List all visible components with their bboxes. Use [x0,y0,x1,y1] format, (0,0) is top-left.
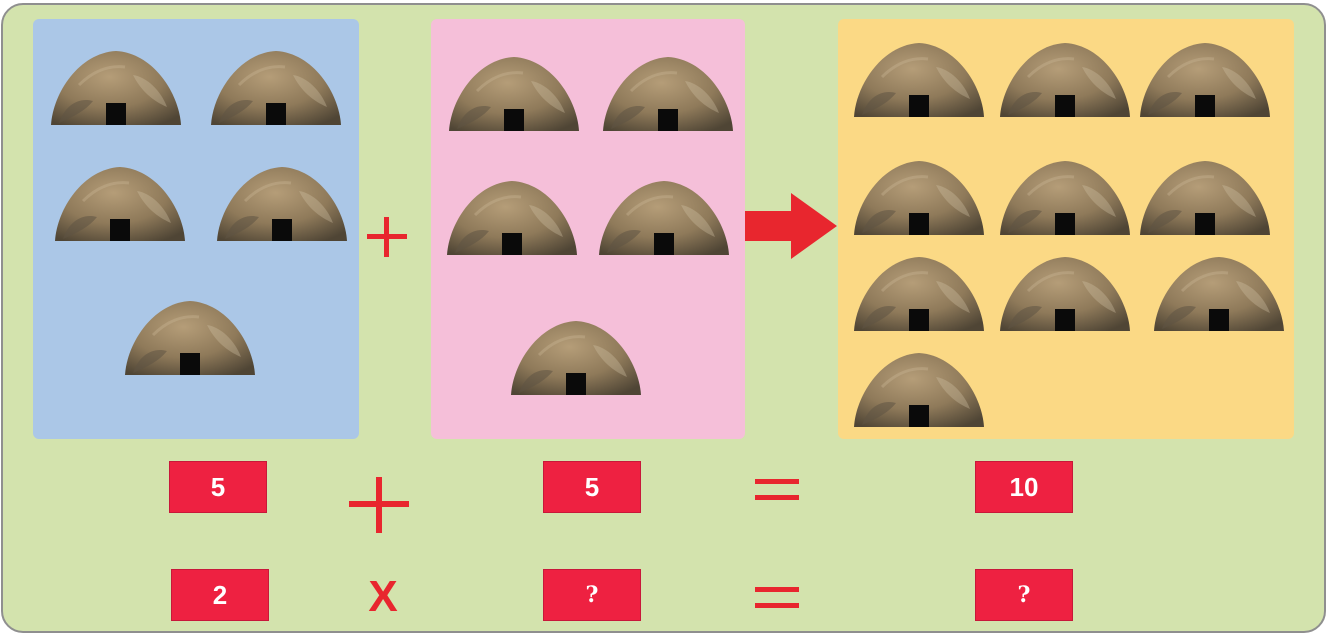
stone-hut-icon [209,45,343,125]
stone-hut-icon [852,37,986,117]
math-board: 5 5 10 2 X ? ? [1,3,1326,633]
stone-hut-icon [852,347,986,427]
addend-first-box: 5 [169,461,267,513]
stone-hut-icon [852,251,986,331]
middle-group-panel [431,19,745,439]
factor-first-box: 2 [171,569,269,621]
stone-hut-icon [49,45,183,125]
sum-result-box: 10 [975,461,1073,513]
addend-second-box: 5 [543,461,641,513]
product-unknown-box[interactable]: ? [975,569,1073,621]
result-group-panel [838,19,1294,439]
equals-sign-icon [755,475,799,503]
plus-sign-icon [367,217,407,257]
right-arrow-icon [745,193,837,259]
stone-hut-icon [1152,251,1286,331]
left-group-panel [33,19,359,439]
stone-hut-icon [998,37,1132,117]
stone-hut-icon [597,175,731,255]
times-sign: X [368,572,398,621]
plus-sign-icon [349,477,409,533]
stone-hut-icon [852,155,986,235]
stone-hut-icon [447,51,581,131]
factor-unknown-box[interactable]: ? [543,569,641,621]
stone-hut-icon [123,295,257,375]
stone-hut-icon [601,51,735,131]
stone-hut-icon [215,161,349,241]
stone-hut-icon [445,175,579,255]
stone-hut-icon [1138,155,1272,235]
equals-sign-icon [755,583,799,611]
stone-hut-icon [509,315,643,395]
stone-hut-icon [53,161,187,241]
stone-hut-icon [998,251,1132,331]
stone-hut-icon [1138,37,1272,117]
stone-hut-icon [998,155,1132,235]
